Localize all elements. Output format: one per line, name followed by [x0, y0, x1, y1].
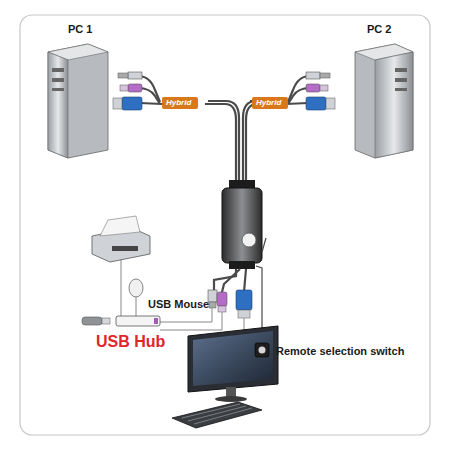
band-text: Hybrid — [256, 98, 284, 108]
computer-label: PC 1 — [68, 23, 92, 35]
usb-mouse — [129, 279, 143, 297]
usb-hub-led — [154, 318, 158, 324]
pc-tower — [48, 44, 108, 158]
cable-band: Hybrid — [252, 97, 288, 109]
monitor — [188, 326, 278, 402]
cable-band: Hybrid — [162, 97, 198, 109]
connector — [113, 72, 335, 110]
flash-drive — [82, 317, 110, 325]
device-label: Remote selection switch — [276, 345, 404, 357]
pc-tower — [355, 44, 413, 158]
keyboard — [172, 402, 262, 428]
remote-cable — [262, 238, 266, 252]
frame — [20, 15, 430, 435]
device-label: USB Mouse — [148, 298, 209, 310]
kvm-switch — [222, 180, 262, 269]
usb-hub — [116, 316, 160, 326]
cable — [214, 269, 246, 292]
computer-label: PC 2 — [367, 23, 391, 35]
remote-switch — [255, 343, 269, 357]
device-label: USB Hub — [96, 333, 165, 351]
connector — [208, 290, 252, 318]
band-text: Hybrid — [166, 98, 194, 108]
printer — [92, 216, 150, 262]
cable — [138, 76, 310, 185]
